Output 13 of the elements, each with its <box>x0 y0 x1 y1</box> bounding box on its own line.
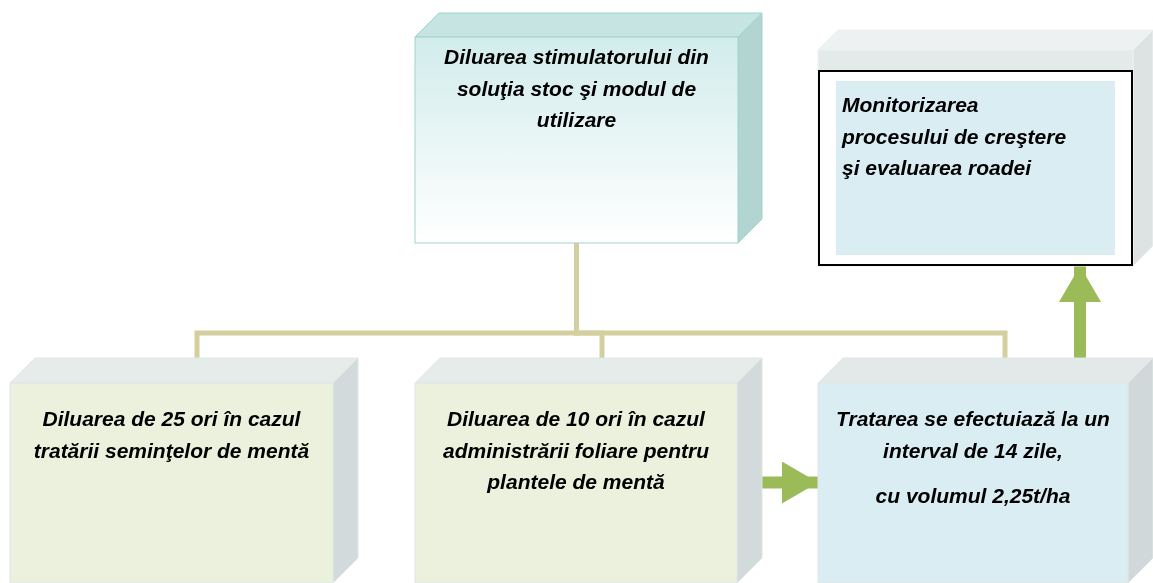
arrow <box>762 461 818 504</box>
box-text: cu volumul 2,25t/ha <box>875 483 1071 509</box>
process-box <box>414 12 763 244</box>
box-text: Diluarea de 25 ori în cazul tratării seminţelor de mentă <box>32 406 311 464</box>
connector-line <box>574 243 1008 358</box>
process-box <box>9 357 359 583</box>
process-box <box>817 357 1153 583</box>
process-box <box>414 357 763 583</box>
box-text: Diluarea stimulatorului din soluţia stoc şi modul de utilizare <box>443 44 710 133</box>
arrow <box>1059 266 1101 358</box>
box-text: Tratarea se efectuiază la un interval de 14 zile, <box>835 406 1111 464</box>
box-text: Diluarea de 10 ori în cazul administrării foliare pentru plantele de mentă <box>441 406 711 495</box>
box-text: Monitorizarea procesului de creştere şi evaluarea roadei <box>842 92 1068 181</box>
